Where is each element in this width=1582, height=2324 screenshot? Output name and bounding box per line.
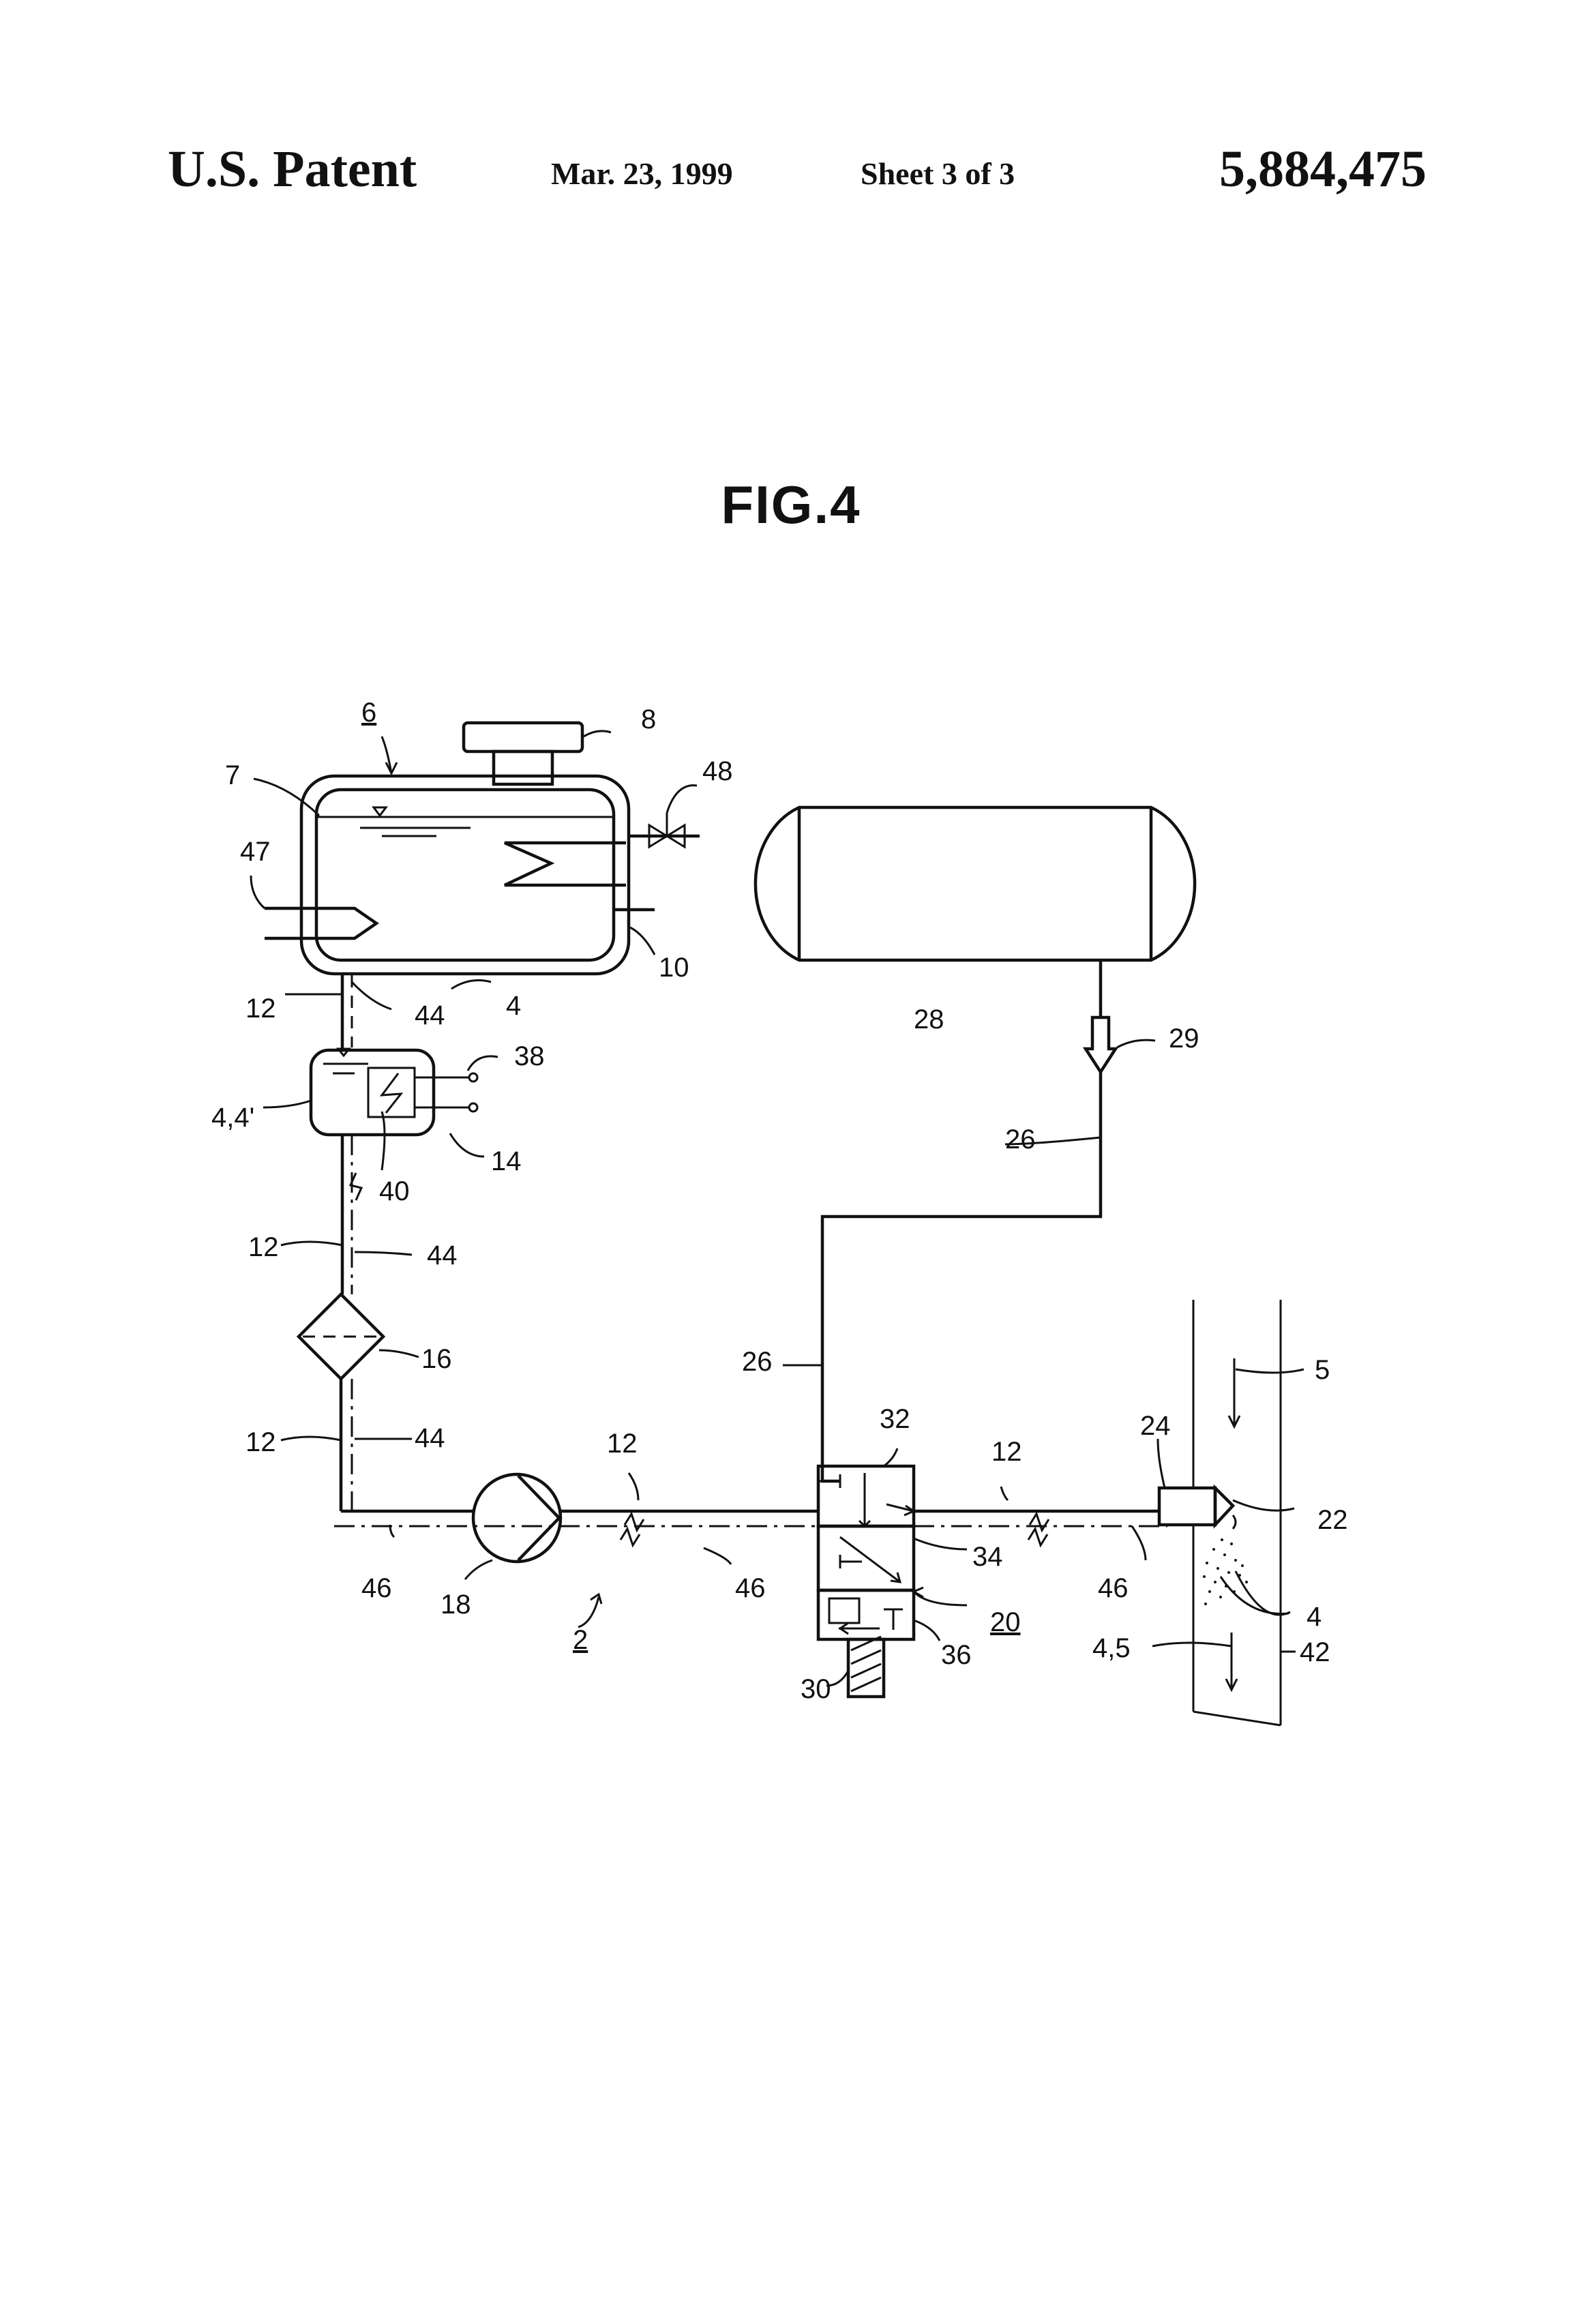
label-4-5: 4,5	[1092, 1633, 1131, 1663]
label-24: 24	[1140, 1411, 1171, 1441]
nozzle	[1159, 1488, 1236, 1529]
label-44-low: 44	[415, 1423, 445, 1453]
label-48: 48	[702, 756, 733, 786]
label-10: 10	[659, 953, 689, 983]
label-26-top: 26	[1005, 1124, 1036, 1154]
label-5: 5	[1315, 1355, 1330, 1385]
label-28: 28	[914, 1004, 944, 1034]
label-46-mid: 46	[735, 1573, 766, 1603]
label-22: 22	[1317, 1505, 1348, 1535]
label-42: 42	[1300, 1637, 1330, 1667]
label-44-top: 44	[415, 1000, 445, 1030]
label-40: 40	[379, 1176, 410, 1206]
label-12-top: 12	[245, 994, 276, 1024]
label-38: 38	[514, 1041, 545, 1071]
label-32: 32	[880, 1404, 910, 1434]
label-14: 14	[491, 1146, 522, 1176]
label-44-mid: 44	[427, 1240, 458, 1270]
label-12-low: 12	[245, 1427, 276, 1457]
label-4-spray: 4	[1307, 1602, 1322, 1632]
leader-lines	[251, 731, 1304, 1686]
label-29: 29	[1169, 1024, 1199, 1054]
label-12-right: 12	[991, 1437, 1022, 1467]
label-6: 6	[361, 698, 376, 728]
label-36: 36	[941, 1640, 972, 1670]
label-12-pump: 12	[607, 1429, 638, 1459]
label-46-left: 46	[361, 1573, 392, 1603]
heater-14	[311, 1049, 477, 1135]
label-26-left: 26	[742, 1347, 773, 1377]
label-47: 47	[240, 837, 271, 867]
label-18: 18	[441, 1590, 471, 1620]
valve-20	[818, 1466, 914, 1697]
tank	[265, 723, 700, 974]
exhaust-pipe-42	[1193, 1300, 1281, 1725]
label-8: 8	[641, 704, 656, 734]
label-20: 20	[990, 1607, 1021, 1637]
reference-labels: 6 8 7 48 47 4 10 12 44 38 4,4' 40 14 12 …	[211, 698, 1348, 1704]
label-4: 4	[506, 991, 521, 1021]
label-34: 34	[972, 1542, 1003, 1572]
label-7: 7	[225, 760, 240, 790]
filter-16	[299, 1294, 383, 1379]
label-30: 30	[801, 1674, 831, 1704]
air-tank-28	[756, 807, 1195, 960]
label-16: 16	[421, 1344, 452, 1374]
label-46-right: 46	[1098, 1573, 1129, 1603]
label-12-mid: 12	[248, 1232, 279, 1262]
pump-18	[473, 1474, 561, 1562]
label-4-4prime: 4,4'	[211, 1103, 254, 1133]
label-2: 2	[573, 1625, 588, 1655]
